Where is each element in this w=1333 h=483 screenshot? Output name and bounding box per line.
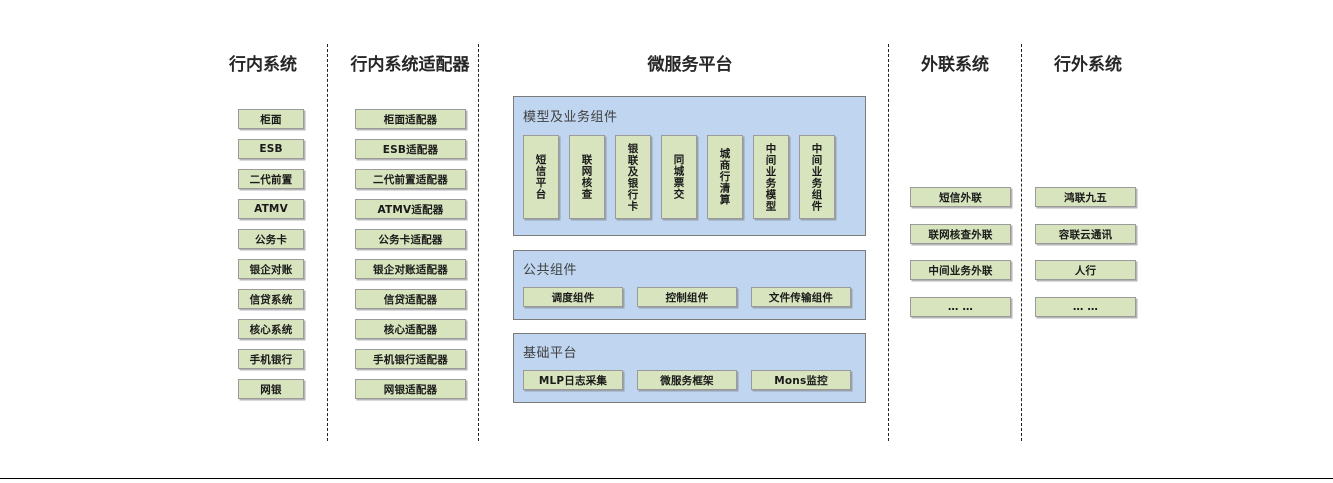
column-header-core-banking-systems: 行内系统 xyxy=(229,55,297,75)
node-core-banking-adapters-2[interactable]: ESB适配器 xyxy=(355,139,466,159)
node-core-banking-systems-2[interactable]: ESB xyxy=(238,139,304,159)
node-core-banking-adapters-10[interactable]: 网银适配器 xyxy=(355,379,466,399)
node-core-banking-adapters-5[interactable]: 公务卡适配器 xyxy=(355,229,466,249)
column-header-outside-bank-systems: 行外系统 xyxy=(1054,55,1122,75)
node-core-banking-adapters-7[interactable]: 信贷适配器 xyxy=(355,289,466,309)
divider-col3-col4 xyxy=(888,44,889,441)
node-core-banking-adapters-9[interactable]: 手机银行适配器 xyxy=(355,349,466,369)
panel-title-public-components: 公共组件 xyxy=(523,263,578,278)
panel-title-base-platform: 基础平台 xyxy=(523,346,578,361)
node-outside-bank-systems-2[interactable]: 容联云通讯 xyxy=(1035,224,1136,244)
node-core-banking-adapters-1[interactable]: 柜面适配器 xyxy=(355,109,466,129)
divider-col1-col2 xyxy=(327,44,328,441)
node-outside-bank-systems-3[interactable]: 人行 xyxy=(1035,260,1136,280)
node-model-business-components-4[interactable]: 同城票交 xyxy=(661,135,697,219)
node-model-business-components-2[interactable]: 联网核查 xyxy=(569,135,605,219)
node-core-banking-systems-3[interactable]: 二代前置 xyxy=(238,169,304,189)
node-external-link-systems-3[interactable]: 中间业务外联 xyxy=(910,260,1011,280)
node-model-business-components-1[interactable]: 短信平台 xyxy=(523,135,559,219)
panel-public-components xyxy=(513,250,866,320)
node-core-banking-systems-1[interactable]: 柜面 xyxy=(238,109,304,129)
node-model-business-components-7[interactable]: 中间业务组件 xyxy=(799,135,835,219)
node-core-banking-adapters-3[interactable]: 二代前置适配器 xyxy=(355,169,466,189)
node-public-components-1[interactable]: 调度组件 xyxy=(523,287,623,307)
node-core-banking-adapters-8[interactable]: 核心适配器 xyxy=(355,319,466,339)
node-core-banking-adapters-6[interactable]: 银企对账适配器 xyxy=(355,259,466,279)
node-core-banking-systems-7[interactable]: 信贷系统 xyxy=(238,289,304,309)
node-core-banking-systems-6[interactable]: 银企对账 xyxy=(238,259,304,279)
divider-col2-col3 xyxy=(478,44,479,441)
node-core-banking-systems-10[interactable]: 网银 xyxy=(238,379,304,399)
node-outside-bank-systems-1[interactable]: 鸿联九五 xyxy=(1035,187,1136,207)
bottom-rule xyxy=(0,478,1333,479)
divider-col4-col5 xyxy=(1021,44,1022,441)
node-public-components-3[interactable]: 文件传输组件 xyxy=(751,287,851,307)
node-base-platform-1[interactable]: MLP日志采集 xyxy=(523,370,623,390)
node-outside-bank-systems-4[interactable]: … … xyxy=(1035,297,1136,317)
column-header-microservice-platform: 微服务平台 xyxy=(647,55,733,75)
node-public-components-2[interactable]: 控制组件 xyxy=(637,287,737,307)
node-external-link-systems-4[interactable]: … … xyxy=(910,297,1011,317)
node-external-link-systems-1[interactable]: 短信外联 xyxy=(910,187,1011,207)
node-core-banking-systems-8[interactable]: 核心系统 xyxy=(238,319,304,339)
panel-base-platform xyxy=(513,333,866,403)
node-model-business-components-6[interactable]: 中间业务模型 xyxy=(753,135,789,219)
node-base-platform-2[interactable]: 微服务框架 xyxy=(637,370,737,390)
node-core-banking-systems-9[interactable]: 手机银行 xyxy=(238,349,304,369)
node-core-banking-systems-4[interactable]: ATMV xyxy=(238,199,304,219)
node-model-business-components-5[interactable]: 城商行清算 xyxy=(707,135,743,219)
node-core-banking-adapters-4[interactable]: ATMV适配器 xyxy=(355,199,466,219)
node-core-banking-systems-5[interactable]: 公务卡 xyxy=(238,229,304,249)
node-external-link-systems-2[interactable]: 联网核查外联 xyxy=(910,224,1011,244)
node-base-platform-3[interactable]: Mons监控 xyxy=(751,370,851,390)
column-header-external-link-systems: 外联系统 xyxy=(921,55,989,75)
panel-title-model-business-components: 模型及业务组件 xyxy=(523,110,618,125)
node-model-business-components-3[interactable]: 银联及银行卡 xyxy=(615,135,651,219)
column-header-core-banking-adapters: 行内系统适配器 xyxy=(350,55,470,75)
